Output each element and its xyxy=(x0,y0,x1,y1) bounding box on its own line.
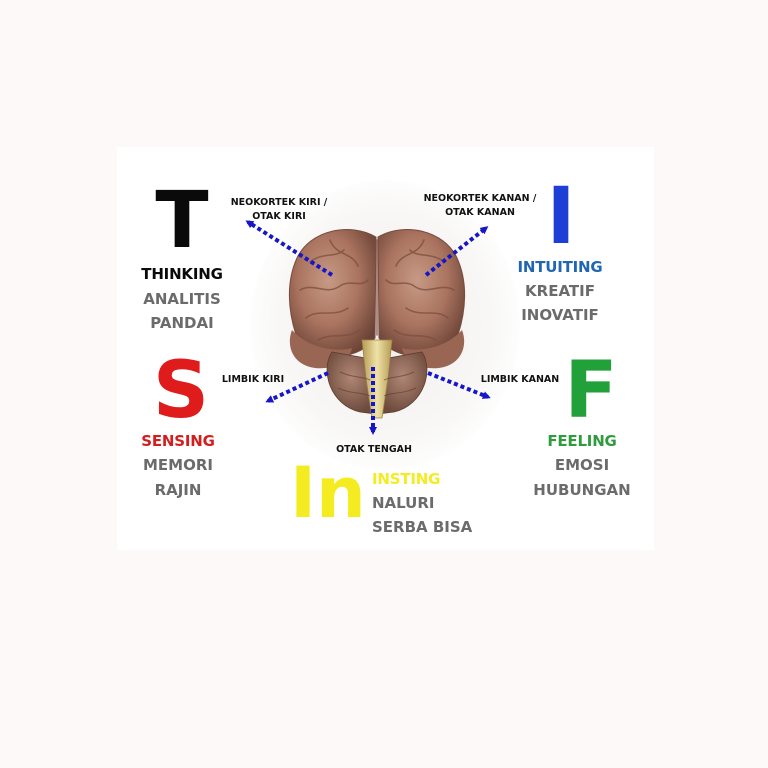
trait-insting-2: SERBA BISA xyxy=(372,518,473,536)
label-left-neocortex-line2: OTAK KIRI xyxy=(252,211,306,222)
trait-sensing-1: MEMORI xyxy=(143,456,213,474)
label-left-limbic: LIMBIK KIRI xyxy=(221,374,285,385)
letter-f: F xyxy=(564,346,618,436)
arrow-right-limbic xyxy=(427,371,491,399)
trait-thinking-2: PANDAI xyxy=(150,314,214,332)
letter-s: S xyxy=(152,346,210,436)
title-feeling: FEELING xyxy=(547,432,617,450)
arrow-left-neocortex xyxy=(245,220,334,277)
letter-in: In xyxy=(290,452,366,534)
label-right-neocortex-line2: OTAK KANAN xyxy=(445,207,515,218)
trait-feeling-2: HUBUNGAN xyxy=(533,481,631,499)
label-right-limbic: LIMBIK KANAN xyxy=(480,374,560,385)
brain-icon xyxy=(288,229,466,419)
label-midbrain: OTAK TENGAH xyxy=(336,444,412,455)
label-right-neocortex: NEOKORTEK KANAN / OTAK KANAN xyxy=(412,192,548,220)
arrow-right-neocortex xyxy=(424,226,489,277)
label-left-neocortex-line1: NEOKORTEK KIRI / xyxy=(230,197,328,208)
label-right-neocortex-line1: NEOKORTEK KANAN / xyxy=(423,193,537,204)
label-left-neocortex: NEOKORTEK KIRI / OTAK KIRI xyxy=(214,196,344,224)
title-insting: INSTING xyxy=(372,470,441,488)
title-sensing: SENSING xyxy=(141,432,215,450)
trait-insting-1: NALURI xyxy=(372,494,435,512)
trait-thinking-1: ANALITIS xyxy=(143,290,221,308)
title-intuiting: INTUITING xyxy=(517,258,603,276)
letter-i: I xyxy=(546,172,576,262)
letter-t: T xyxy=(155,176,209,266)
title-thinking: THINKING xyxy=(141,265,223,283)
trait-feeling-1: EMOSI xyxy=(554,456,610,474)
trait-intuiting-1: KREATIF xyxy=(525,282,595,300)
trait-intuiting-2: INOVATIF xyxy=(521,306,599,324)
trait-sensing-2: RAJIN xyxy=(154,481,202,499)
